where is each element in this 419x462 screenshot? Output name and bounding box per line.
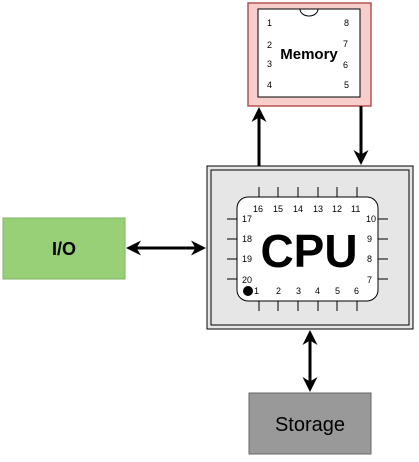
cpu-pin-16: 16 [253,204,263,214]
storage-node: Storage [248,392,372,455]
cpu-pin1-marker [243,286,253,296]
cpu-label: CPU [260,225,357,277]
cpu-pin-7: 7 [367,275,372,285]
memory-pin-5: 5 [344,80,349,90]
cpu-pin-12: 12 [332,204,342,214]
cpu-pin-8: 8 [367,254,372,264]
memory-label: Memory [280,46,338,63]
cpu-pin-2: 2 [276,286,281,296]
cpu-pin-18: 18 [242,234,252,244]
memory-node: 1 2 3 4 5 6 7 8 Memory [247,2,372,107]
memory-pin-6: 6 [343,60,348,70]
cpu-chip-body [236,196,379,302]
cpu-node: 1 2 3 4 5 6 7 8 9 10 11 12 13 14 15 16 1… [206,165,414,330]
memory-pin-1: 1 [267,18,272,28]
memory-pin-7: 7 [343,39,348,49]
memory-pin-8: 8 [344,18,349,28]
memory-pin-4: 4 [267,80,272,90]
storage-box [248,392,372,455]
cpu-pin-20: 20 [242,275,252,285]
cpu-left-leads [227,218,237,280]
cpu-pin-5: 5 [335,286,340,296]
cpu-pin-10: 10 [366,214,376,224]
cpu-pin-17: 17 [242,214,252,224]
cpu-pin-9: 9 [367,234,372,244]
memory-notch [299,8,319,17]
cpu-bottom-leads [258,301,358,311]
io-label: I/O [52,239,76,259]
cpu-pin-4: 4 [315,286,320,296]
cpu-pin-11: 11 [351,204,360,214]
cpu-pin-14: 14 [293,204,303,214]
cpu-top-leads [258,187,358,197]
io-box [2,217,126,280]
cpu-pin-3: 3 [296,286,301,296]
memory-chip-body [257,8,361,98]
cpu-pin-19: 19 [242,254,252,264]
cpu-right-leads [378,218,388,280]
cpu-pin-1: 1 [254,286,259,296]
memory-pin-3: 3 [267,59,272,69]
cpu-pin-13: 13 [313,204,323,214]
io-node: I/O [2,217,126,280]
storage-label: Storage [275,414,345,436]
memory-pin-2: 2 [267,40,272,50]
cpu-pin-6: 6 [354,286,359,296]
cpu-pin-15: 15 [273,204,283,214]
